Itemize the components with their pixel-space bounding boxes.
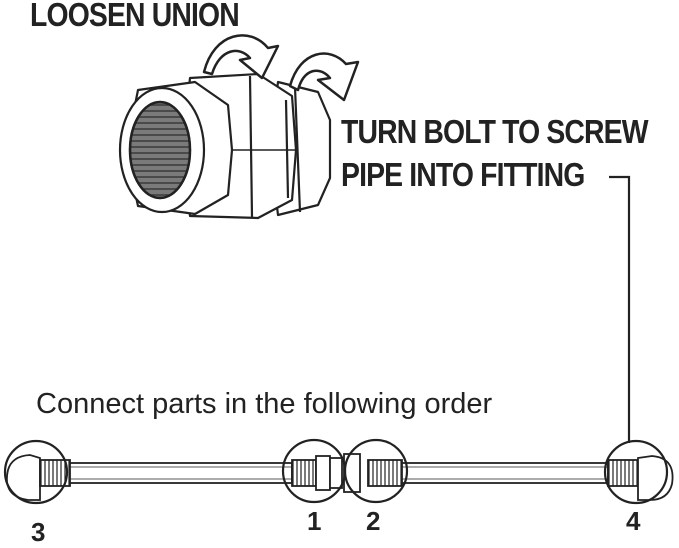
callout-circle-4 (603, 439, 669, 505)
left-pipe (69, 462, 293, 484)
turn-bolt-label-line1: TURN BOLT TO SCREW (341, 113, 649, 150)
right-pipe (401, 462, 609, 484)
callout-circle-2 (343, 438, 409, 504)
callout-circle-3 (3, 439, 69, 505)
union-small-2 (329, 457, 343, 489)
turn-arrow-icon (202, 34, 360, 102)
turn-bolt-label-line2: PIPE INTO FITTING (341, 156, 585, 193)
union-small-1 (315, 455, 331, 491)
pipe-assembly (6, 453, 674, 501)
pipe-thread-1 (291, 459, 317, 487)
callout-number-2: 2 (366, 506, 381, 536)
pipe-thread-2 (367, 459, 403, 487)
union-fitting (118, 72, 332, 220)
left-elbow-fitting (6, 454, 41, 501)
right-elbow-fitting (637, 455, 674, 501)
callout-number-1: 1 (307, 506, 322, 536)
callout-number-4: 4 (626, 506, 641, 536)
right-pipe-thread (607, 459, 639, 487)
connect-parts-label: Connect parts in the following order (36, 388, 493, 420)
callout-circles (3, 438, 669, 505)
leader-line (609, 175, 631, 443)
loosen-union-label: LOOSEN UNION (30, 0, 240, 33)
callout-number-3: 3 (31, 517, 46, 547)
